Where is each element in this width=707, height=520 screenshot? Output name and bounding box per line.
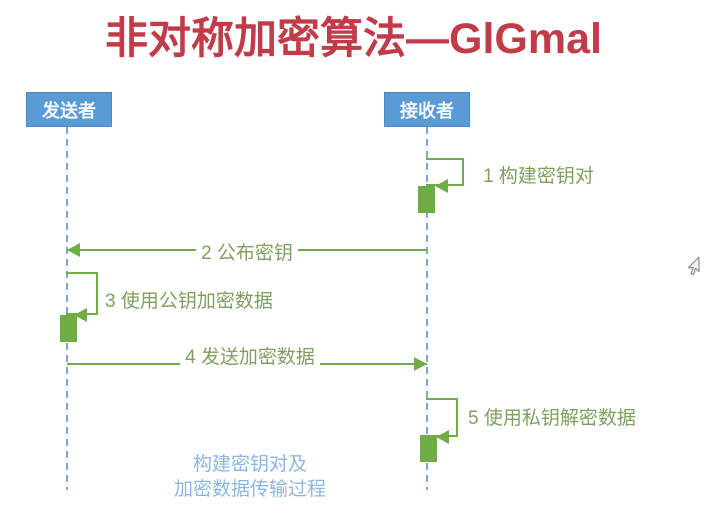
step5-label: 5 使用私钥解密数据 — [468, 408, 636, 429]
step2-label: 2 公布密钥 — [196, 238, 298, 265]
actor-box-receiver: 接收者 — [384, 92, 470, 127]
mouse-cursor-icon — [685, 255, 702, 283]
step3-label: 3 使用公钥加密数据 — [105, 291, 273, 312]
activation-bar-step5 — [420, 435, 437, 462]
actor-box-sender: 发送者 — [26, 92, 112, 127]
lifeline-sender — [66, 127, 68, 490]
arrowhead-step5-icon — [436, 430, 449, 444]
arrowhead-step2-icon — [67, 243, 80, 257]
diagram-caption: 构建密钥对及 加密数据传输过程 — [130, 452, 370, 502]
activation-bar-step1 — [418, 186, 435, 213]
actor-receiver-label: 接收者 — [400, 100, 454, 121]
caption-line2: 加密数据传输过程 — [173, 479, 326, 500]
arrowhead-step1-icon — [435, 179, 448, 193]
actor-sender-label: 发送者 — [42, 100, 96, 121]
activation-bar-step3 — [60, 315, 77, 342]
step4-label: 4 发送加密数据 — [180, 342, 320, 369]
caption-line1: 构建密钥对及 — [192, 454, 307, 475]
page-title: 非对称加密算法—GlGmal — [105, 15, 602, 63]
arrowhead-step3-icon — [74, 308, 87, 322]
lifeline-receiver — [426, 127, 428, 490]
step1-label: 1 构建密钥对 — [483, 166, 594, 187]
arrowhead-step4-icon — [414, 357, 427, 371]
